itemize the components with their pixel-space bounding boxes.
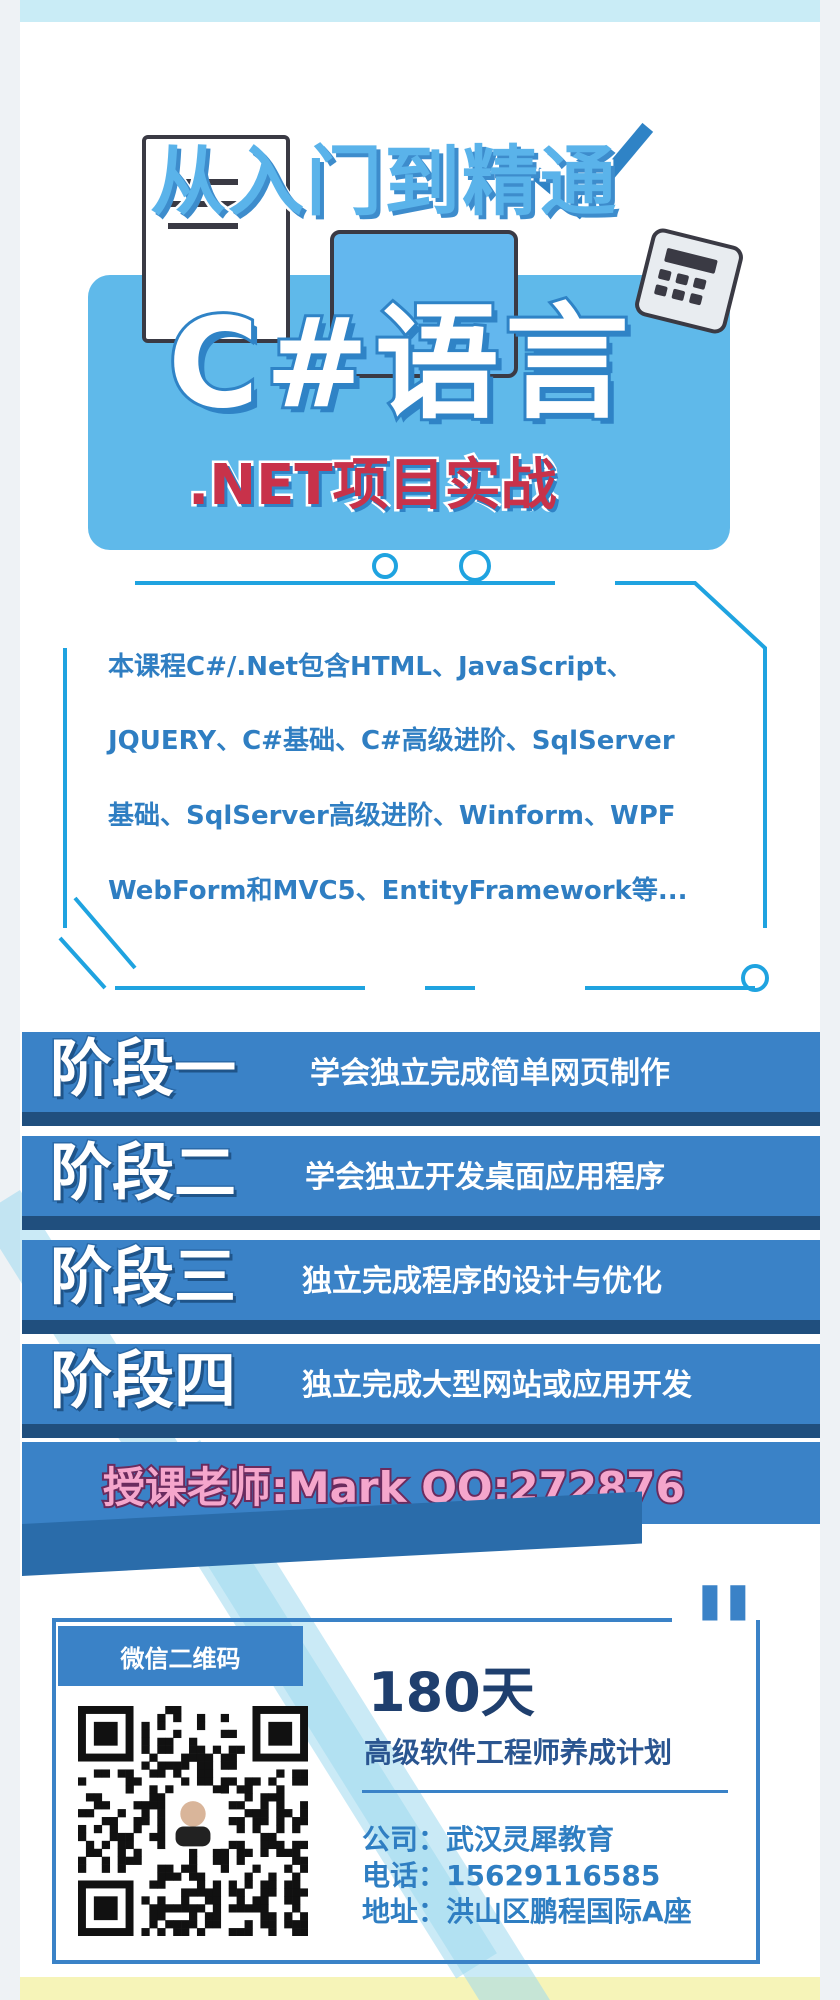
description-line: 本课程C#/.Net包含HTML、JavaScript、 <box>108 652 633 682</box>
monitor-illustration <box>330 230 518 378</box>
stage-divider <box>22 1216 820 1230</box>
hero-title: 从入门到精通 <box>148 135 619 229</box>
stage-description: 学会独立完成简单网页制作 <box>310 1056 670 1091</box>
stage-4-banner: 阶段四 独立完成大型网站或应用开发 <box>22 1343 820 1424</box>
stage-divider <box>22 1320 820 1334</box>
bottom-strip <box>20 1977 820 2000</box>
stage-label: 阶段三 <box>48 1239 237 1315</box>
hero-language: C#语言 <box>165 289 635 439</box>
quote-mark-icon: " <box>690 1559 758 1711</box>
top-strip <box>20 0 820 22</box>
stage-divider <box>22 1424 820 1438</box>
stage-label: 阶段一 <box>48 1031 237 1107</box>
program-plan: 高级软件工程师养成计划 <box>364 1736 673 1769</box>
description-line: 基础、SqlServer高级进阶、Winform、WPF <box>108 801 676 831</box>
stage-1-banner: 阶段一 学会独立完成简单网页制作 <box>22 1031 820 1112</box>
description-line: JQUERY、C#基础、C#高级进阶、SqlServer <box>108 726 675 756</box>
phone-info: 电话：15629116585 <box>362 1859 661 1892</box>
stage-2-banner: 阶段二 学会独立开发桌面应用程序 <box>22 1135 820 1216</box>
program-days: 180天 <box>368 1661 535 1724</box>
company-info: 公司：武汉灵犀教育 <box>362 1823 615 1856</box>
document-illustration <box>142 135 290 343</box>
stage-description: 独立完成程序的设计与优化 <box>302 1264 662 1299</box>
info-frame <box>52 1620 760 1964</box>
stage-description: 独立完成大型网站或应用开发 <box>302 1368 692 1403</box>
stage-divider <box>22 1112 820 1126</box>
qr-tab: 微信二维码 <box>58 1626 303 1686</box>
divider <box>362 1790 728 1793</box>
stage-label: 阶段二 <box>48 1135 237 1211</box>
address-info: 地址：洪山区鹏程国际A座 <box>362 1895 692 1928</box>
description-line: WebForm和MVC5、EntityFramework等... <box>108 876 688 906</box>
stage-description: 学会独立开发桌面应用程序 <box>305 1160 665 1195</box>
qr-label: 微信二维码 <box>120 1645 241 1673</box>
hero-subtitle: .NET项目实战 <box>186 451 560 521</box>
description-frame <box>58 550 769 992</box>
qr-code-pattern <box>78 1706 309 1937</box>
qr-code <box>78 1706 309 1937</box>
stage-label: 阶段四 <box>48 1343 237 1419</box>
info-frame-top <box>52 1618 672 1622</box>
avatar <box>180 1801 206 1827</box>
stage-3-banner: 阶段三 独立完成程序的设计与优化 <box>22 1239 820 1320</box>
